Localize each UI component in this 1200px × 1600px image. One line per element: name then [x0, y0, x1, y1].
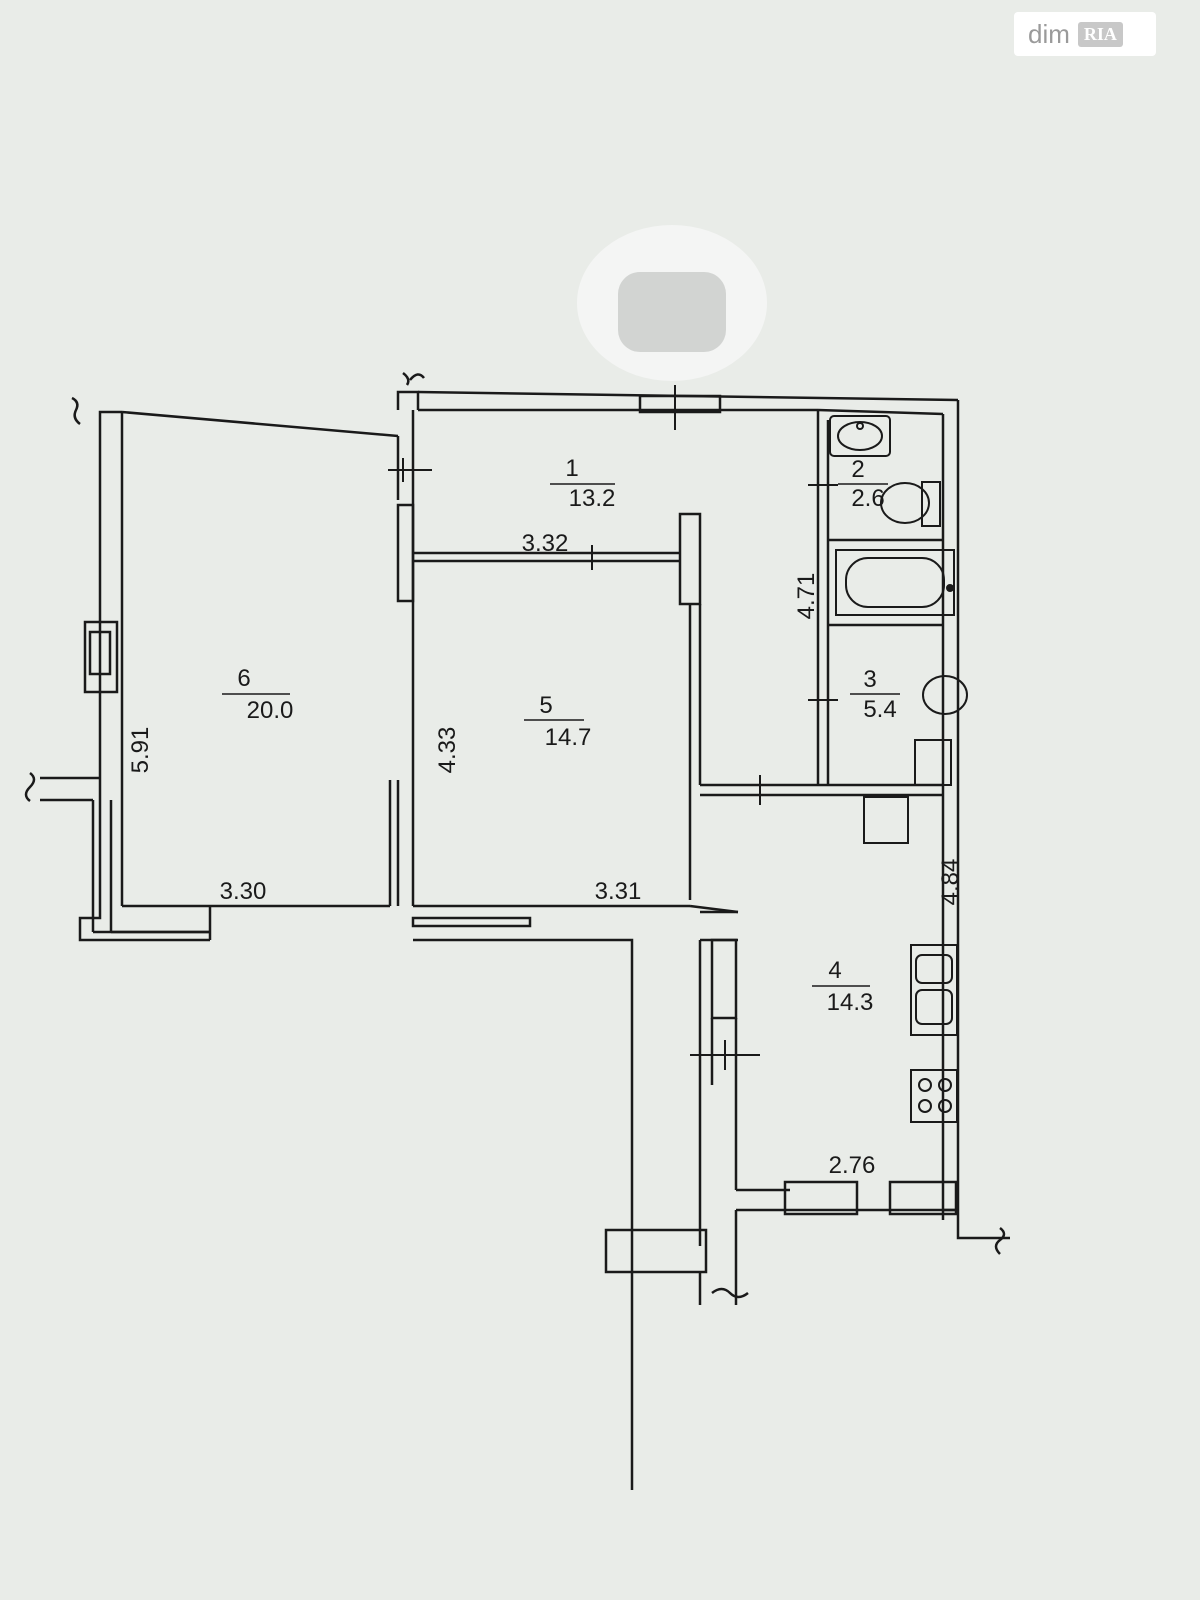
room-5-number: 5 [539, 692, 552, 719]
watermark-logo: RIA [1077, 21, 1123, 47]
room-3-area: 5.4 [863, 696, 896, 723]
room-1-label: 1 13.2 [550, 455, 615, 512]
room-4-area: 14.3 [827, 989, 874, 1016]
fixtures [829, 415, 968, 1123]
watermark: dim RIA [1014, 12, 1156, 56]
dimension-labels: 3.32 3.30 3.31 2.76 5.91 4.33 4.71 4.84 [127, 530, 964, 1179]
room-5-label: 5 14.7 [524, 692, 591, 751]
dim-room4-width: 2.76 [829, 1152, 876, 1179]
walls [24, 372, 1010, 1490]
room-1-number: 1 [565, 455, 578, 482]
watermark-text: dim [1028, 18, 1070, 49]
room-1-area: 13.2 [569, 485, 616, 512]
room-4-label: 4 14.3 [812, 957, 873, 1016]
room-labels: 1 13.2 2 2.6 3 5.4 4 14.3 5 [222, 455, 900, 1016]
room-2-label: 2 2.6 [838, 456, 888, 512]
room-2-number: 2 [851, 456, 864, 483]
room-6-number: 6 [237, 665, 250, 692]
room-5-area: 14.7 [545, 724, 592, 751]
dim-corridor-length: 4.71 [793, 573, 820, 620]
dim-room5-width: 3.31 [595, 878, 642, 905]
dim-room4-length: 4.84 [937, 859, 964, 906]
dim-room6-length: 5.91 [127, 727, 154, 774]
dim-room1-width: 3.32 [522, 530, 569, 557]
room-3-number: 3 [863, 666, 876, 693]
dim-room5-length: 4.33 [434, 727, 461, 774]
blur-artifact [577, 225, 767, 381]
room-2-area: 2.6 [851, 485, 884, 512]
dim-room6-width: 3.30 [220, 878, 267, 905]
room-3-label: 3 5.4 [850, 666, 900, 723]
door-marks [388, 385, 838, 1070]
room-6-area: 20.0 [247, 697, 294, 724]
room-6-label: 6 20.0 [222, 665, 293, 724]
room-4-number: 4 [828, 957, 841, 984]
